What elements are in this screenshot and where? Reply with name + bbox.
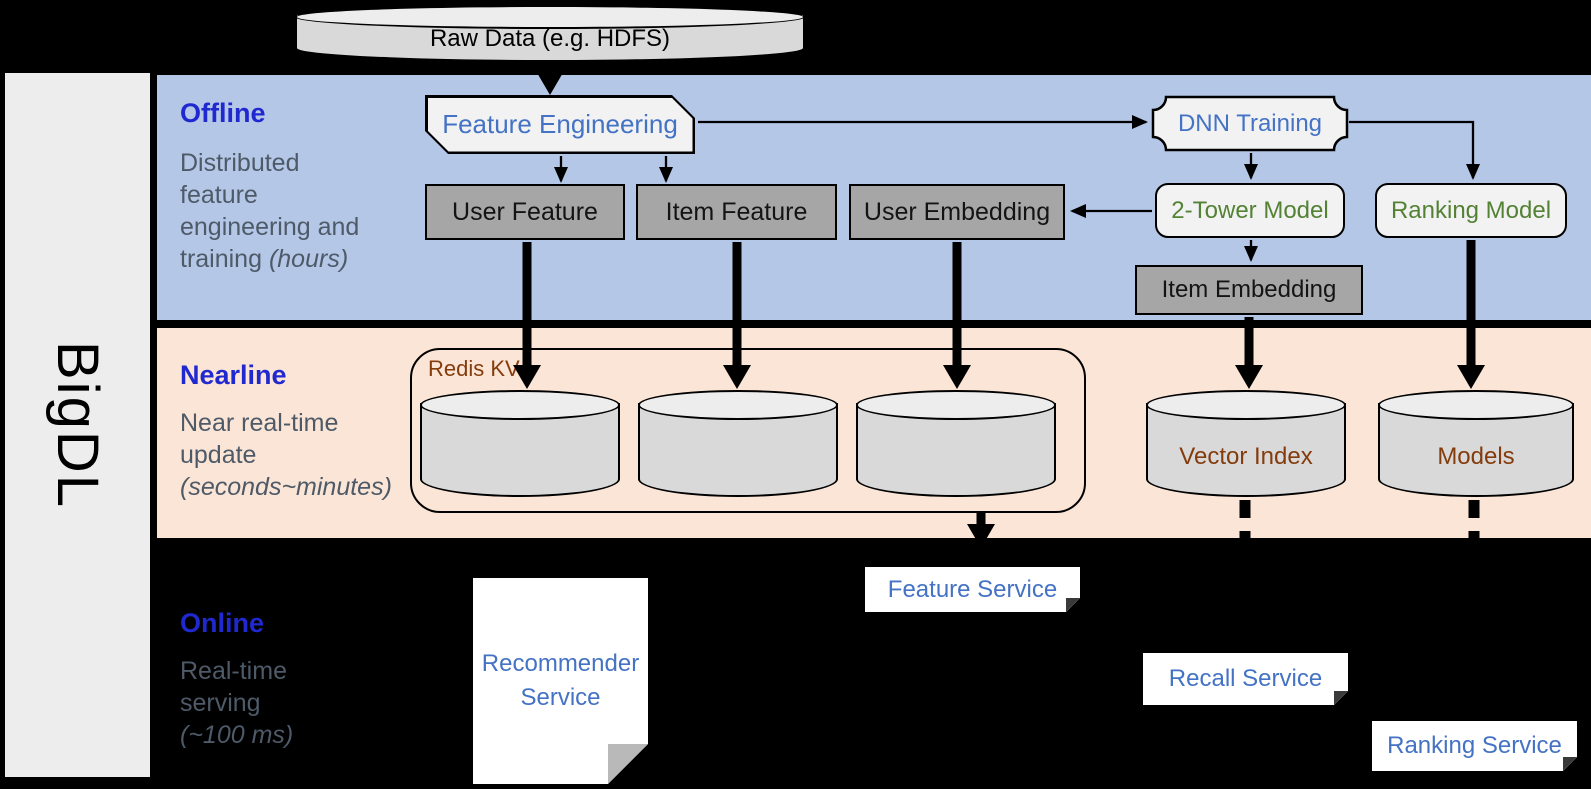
node-dnn-training: DNN Training — [1151, 95, 1349, 152]
online-title: Online — [180, 608, 265, 638]
online-description: Real-time serving (~100 ms) — [180, 657, 294, 749]
feature-engineering-label: Feature Engineering — [442, 109, 678, 139]
models-label: Models — [1437, 442, 1515, 470]
online-section-labels: Online Real-time serving (~100 ms) — [180, 608, 420, 751]
node-vector-index: Vector Index — [1146, 390, 1346, 497]
recall-service-label: Recall Service — [1168, 665, 1323, 692]
redis-kv-container — [410, 348, 1086, 513]
item-feature-label: Item Feature — [665, 197, 808, 226]
redis-kv-label: Redis KV — [428, 356, 520, 381]
feature-service-label: Feature Service — [887, 575, 1058, 603]
raw-data-label: Raw Data (e.g. HDFS) — [429, 24, 671, 52]
node-user-feature: User Feature — [425, 184, 625, 240]
brand-label: BigDL — [45, 341, 110, 509]
node-item-feature: Item Feature — [636, 184, 837, 240]
node-user-embedding: User Embedding — [849, 184, 1065, 240]
ranking-service-label: Ranking Service — [1387, 732, 1562, 759]
node-recall-service: Recall Service — [1143, 653, 1348, 705]
user-feature-label: User Feature — [452, 197, 598, 226]
node-recommender-service: Recommender Service — [473, 578, 648, 784]
offline-title: Offline — [180, 98, 266, 128]
node-two-tower-model: 2-Tower Model — [1155, 183, 1345, 238]
bigdl-sidebar: BigDL — [5, 73, 150, 777]
kv-cylinder-2 — [638, 390, 838, 497]
offline-section-labels: Offline Distributed feature engineering … — [180, 98, 410, 275]
nearline-description: Near real-time update (seconds~minutes) — [180, 409, 392, 501]
nearline-title: Nearline — [180, 360, 287, 390]
node-models: Models — [1378, 390, 1574, 497]
raw-data-cylinder: Raw Data (e.g. HDFS) — [295, 5, 805, 62]
node-ranking-model: Ranking Model — [1375, 183, 1567, 238]
node-ranking-service: Ranking Service — [1372, 721, 1577, 771]
node-item-embedding: Item Embedding — [1135, 265, 1363, 315]
node-feature-engineering: Feature Engineering — [425, 95, 695, 154]
kv-cylinder-1 — [420, 390, 620, 497]
vector-index-label: Vector Index — [1179, 442, 1313, 470]
offline-description: Distributed feature engineering and trai… — [180, 149, 360, 273]
plaque-shape — [1151, 95, 1349, 152]
node-feature-service: Feature Service — [865, 567, 1080, 612]
recommender-service-label: Recommender Service — [481, 650, 640, 711]
two-tower-model-label: 2-Tower Model — [1171, 196, 1329, 224]
cylinder-top — [295, 5, 805, 29]
ranking-model-label: Ranking Model — [1390, 196, 1552, 224]
user-embedding-label: User Embedding — [863, 197, 1051, 226]
dnn-training-label: DNN Training — [1177, 109, 1323, 137]
item-embedding-label: Item Embedding — [1161, 276, 1337, 303]
kv-cylinder-3 — [856, 390, 1056, 497]
nearline-section-labels: Nearline Near real-time update (seconds~… — [180, 360, 420, 503]
